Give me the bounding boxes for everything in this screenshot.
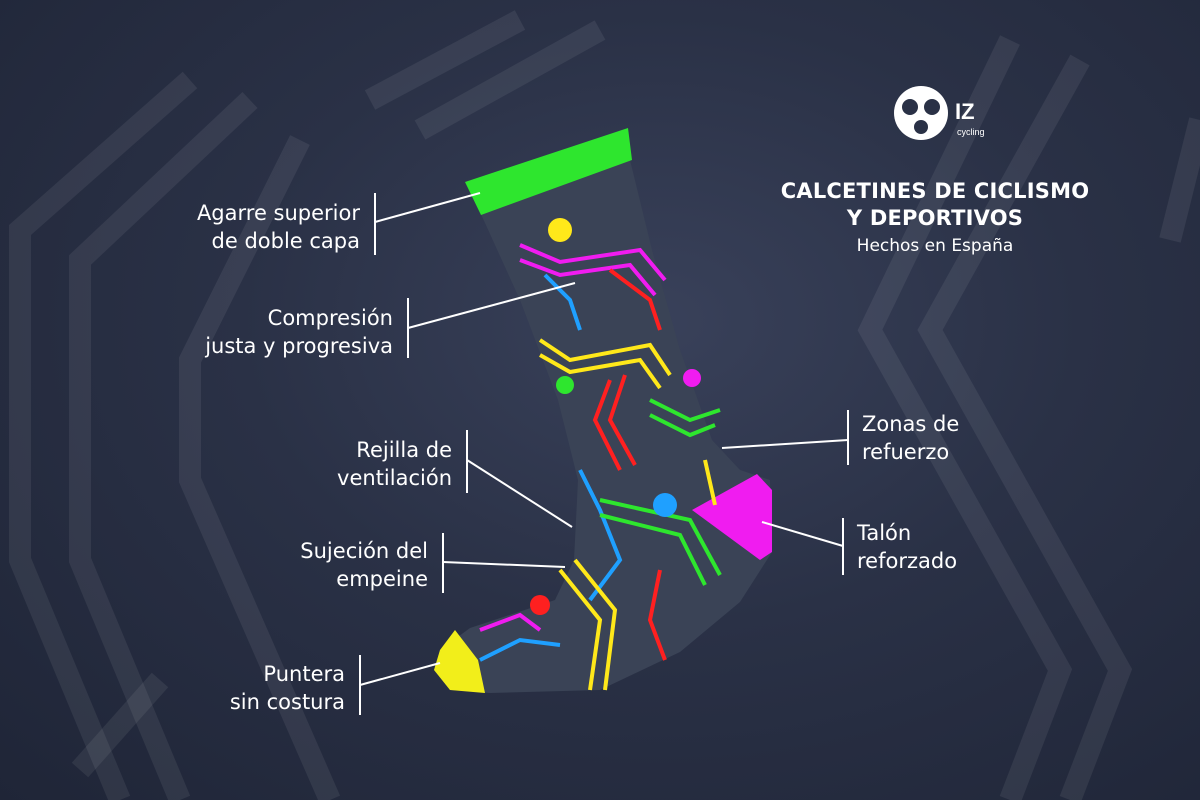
feature-line: ventilación <box>337 466 452 490</box>
feature-line: Talón <box>857 521 912 545</box>
feature-line: sin costura <box>229 690 345 714</box>
feature-line: Compresión <box>267 306 393 330</box>
feature-ventilation: Rejilla de ventilación <box>337 436 452 492</box>
feature-heel: Talón reforzado <box>857 519 957 575</box>
feature-line: justa y progresiva <box>205 334 393 358</box>
feature-line: Puntera <box>263 662 345 686</box>
feature-line: refuerzo <box>862 440 950 464</box>
subtitle: Hechos en España <box>856 236 1014 256</box>
feature-line: Sujeción del <box>300 539 428 563</box>
feature-line: reforzado <box>857 549 958 573</box>
brand-name: IZ <box>955 99 975 124</box>
feature-toe: Puntera sin costura <box>230 660 345 716</box>
brand-tagline: cycling <box>957 127 985 137</box>
feature-top-grip: Agarre superior de doble capa <box>197 199 360 255</box>
feature-line: de doble capa <box>211 229 360 253</box>
feature-line: Zonas de <box>862 412 960 436</box>
page-title: CALCETINES DE CICLISMO Y DEPORTIVOS Hech… <box>760 178 1110 258</box>
brand-logo: IZ cycling <box>893 85 1003 149</box>
feature-line: empeine <box>336 567 428 591</box>
feature-instep: Sujeción del empeine <box>300 537 428 593</box>
title-line-1: CALCETINES DE CICLISMO <box>780 179 1090 203</box>
sock-heel <box>692 474 772 560</box>
sock-cuff <box>465 128 632 215</box>
sock-body <box>434 160 772 693</box>
title-line-2: Y DEPORTIVOS <box>846 206 1024 230</box>
feature-reinforcement: Zonas de refuerzo <box>862 410 959 466</box>
feature-compression: Compresión justa y progresiva <box>205 304 393 360</box>
sock-toe <box>434 630 485 693</box>
feature-line: Agarre superior <box>196 201 360 225</box>
feature-line: Rejilla de <box>356 438 452 462</box>
